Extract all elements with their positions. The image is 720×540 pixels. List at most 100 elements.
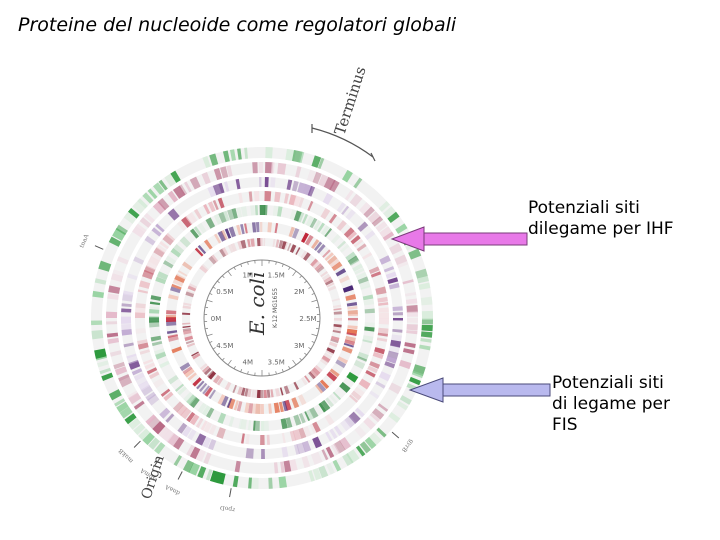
- ring-segment: [304, 375, 311, 383]
- ring-segment: [108, 236, 122, 247]
- gene-marker-tick: [94, 245, 104, 250]
- ring-segment: [160, 388, 171, 397]
- ring-segment: [377, 296, 388, 303]
- ring-segment: [318, 402, 327, 413]
- ring-segment: [245, 448, 254, 459]
- ring-segment: [140, 384, 153, 397]
- ring-segment: [237, 240, 244, 250]
- ring-segment: [321, 273, 331, 282]
- ring-segment: [388, 382, 402, 395]
- ring-segment: [331, 298, 340, 302]
- ring-segment: [123, 212, 137, 224]
- ring-segment: [174, 274, 186, 284]
- scale-tick: [204, 306, 209, 309]
- ring-segment: [341, 205, 350, 216]
- ring-segment: [352, 263, 363, 272]
- ring-segment: [167, 374, 179, 385]
- ring-segment: [273, 462, 279, 474]
- ring-segment: [297, 212, 305, 223]
- ring-segment: [258, 162, 263, 174]
- ring-segment: [420, 338, 432, 343]
- scale-label: 0.5M: [216, 288, 233, 296]
- ring-segment: [173, 454, 182, 467]
- ring-segment: [201, 263, 209, 271]
- scale-label: 1.5M: [268, 271, 285, 279]
- ring-segment: [329, 428, 338, 439]
- ring-segment: [311, 155, 322, 168]
- ring-segment: [392, 328, 403, 333]
- ring-segment: [244, 223, 248, 234]
- ring-segment: [217, 394, 226, 405]
- ring-segment: [203, 421, 213, 433]
- ring-segment: [183, 391, 194, 402]
- scale-tick: [233, 366, 236, 370]
- scale-tick: [311, 299, 318, 303]
- ring-segment: [216, 427, 226, 439]
- ring-segment: [398, 359, 412, 370]
- ring-segment: [363, 417, 376, 430]
- ring-segment: [406, 318, 418, 323]
- ring-segment: [149, 301, 161, 306]
- ring-segment: [344, 339, 355, 346]
- ring-segment: [127, 273, 138, 281]
- ring-segment: [229, 149, 236, 161]
- ring-segment: [378, 307, 389, 313]
- ring-segment: [166, 330, 178, 335]
- scale-tick: [299, 357, 302, 361]
- ring-segment: [237, 386, 243, 396]
- ring-segment: [150, 252, 162, 262]
- ring-segment: [312, 436, 323, 449]
- ring-segment: [202, 365, 210, 373]
- ring-segment: [186, 342, 196, 348]
- ring-segment: [208, 255, 217, 265]
- ring-segment: [185, 339, 195, 345]
- ring-segment: [315, 384, 324, 394]
- ring-segment: [384, 361, 396, 369]
- ring-segment: [162, 260, 174, 269]
- ring-segment: [186, 290, 195, 295]
- ring-segment: [327, 285, 337, 292]
- ring-segment: [144, 362, 156, 370]
- ring-segment: [168, 294, 179, 301]
- ring-segment: [358, 378, 371, 390]
- ring-highlight: [94, 348, 107, 359]
- ring-segment: [405, 298, 418, 305]
- scale-tick: [206, 333, 213, 337]
- ring-segment: [248, 477, 252, 489]
- ring-segment: [217, 197, 225, 209]
- ring-segment: [330, 338, 339, 344]
- ring-segment: [158, 179, 168, 191]
- ring-segment: [121, 329, 133, 336]
- scale-tick: [247, 371, 249, 375]
- ring-segment: [135, 327, 146, 334]
- ring-segment: [222, 247, 229, 256]
- ring-segment: [142, 432, 155, 446]
- ring-segment: [211, 254, 219, 263]
- ring-segment: [177, 386, 187, 396]
- ring-segment: [326, 282, 335, 288]
- ring-segment: [137, 198, 148, 209]
- ring-segment: [304, 411, 311, 422]
- ring-segment: [277, 162, 287, 175]
- ring-segment: [224, 381, 232, 391]
- ring-segment: [378, 200, 390, 212]
- scale-label: 2M: [294, 288, 305, 296]
- ring-segment: [236, 207, 243, 218]
- scale-tick: [308, 286, 312, 289]
- ring-segment: [197, 222, 207, 234]
- ring-segment: [316, 244, 326, 254]
- ring-segment: [180, 407, 192, 420]
- gene-marker-tick: [177, 471, 183, 480]
- ring-segment: [296, 442, 306, 455]
- fis-arrow-shaft: [442, 383, 551, 397]
- scale-tick: [292, 359, 297, 366]
- ring-segment: [187, 429, 197, 441]
- scale-label: 4M: [243, 359, 254, 367]
- ring-segment: [305, 234, 314, 246]
- gene-marker-label: mukB: [117, 447, 135, 465]
- ring-segment: [266, 389, 271, 398]
- genome-rings: [91, 146, 433, 489]
- ring-segment: [337, 356, 348, 364]
- ring-segment: [375, 381, 386, 389]
- ring-segment: [112, 269, 125, 277]
